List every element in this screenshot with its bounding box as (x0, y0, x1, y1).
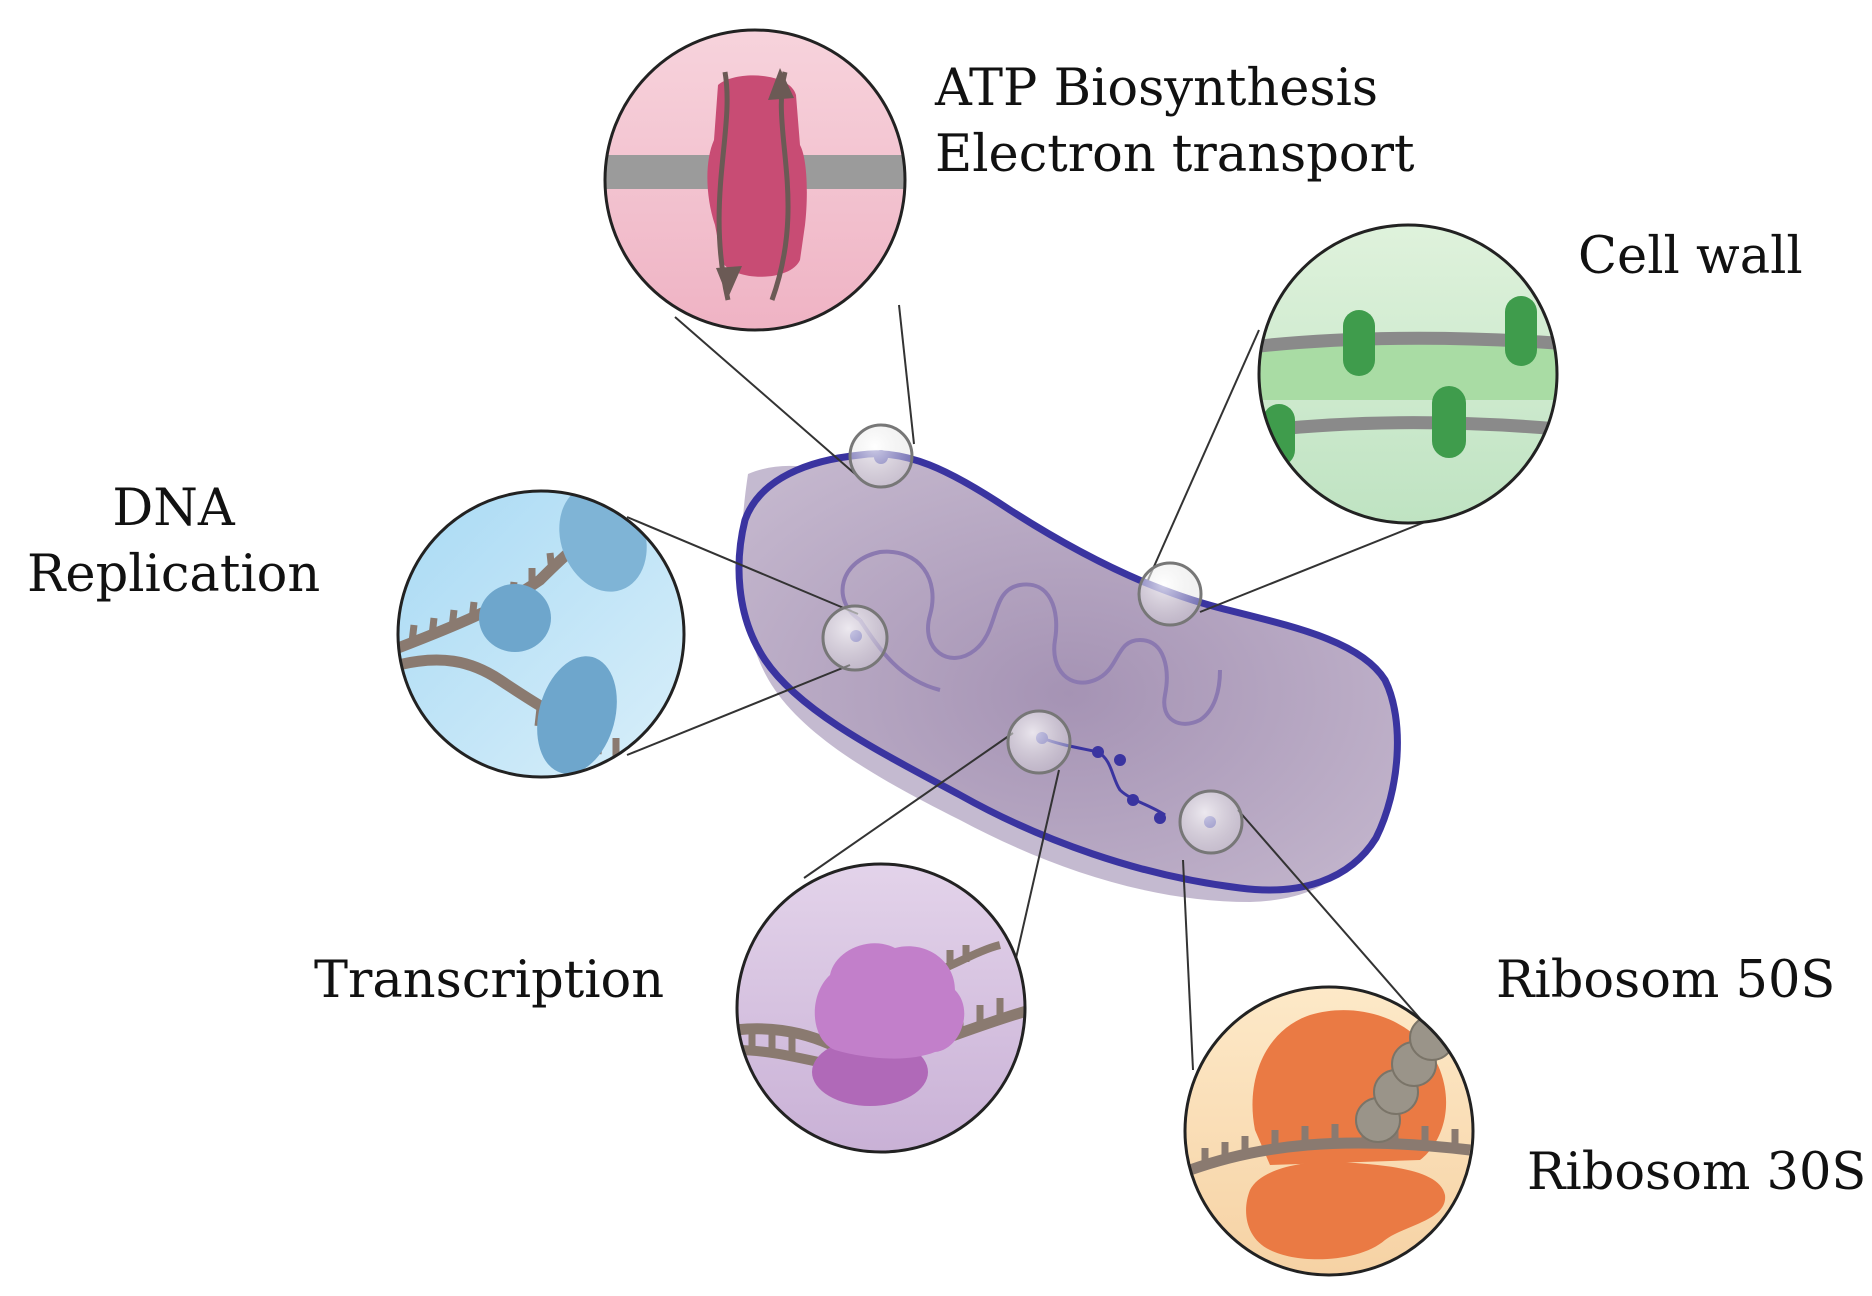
dna-replication-label: DNA Replication (27, 476, 320, 608)
wall-protein (1432, 386, 1466, 458)
atp-label: ATP Biosynthesis Electron transport (935, 56, 1414, 188)
dna-label-line1: DNA (112, 479, 235, 538)
wall-protein (1343, 310, 1375, 376)
primase-protein (479, 584, 551, 652)
lens-ribosome (1178, 789, 1244, 855)
arrow-down-icon (716, 266, 742, 298)
atp-label-line2: Electron transport (935, 125, 1415, 184)
cell-wall-label: Cell wall (1578, 227, 1803, 286)
polymerase-protein (537, 656, 617, 774)
rna-polymerase-protein (814, 943, 965, 1059)
magnifier-lenses (821, 423, 1244, 855)
atp-synthase-inset (603, 28, 907, 332)
transcription-inset (735, 862, 1027, 1154)
ribosome-inset (1183, 985, 1475, 1277)
wall-protein (1263, 404, 1295, 466)
transcription-label: Transcription (314, 951, 665, 1010)
bacterial-cell (735, 450, 1401, 902)
wall-protein (1505, 296, 1537, 366)
cell-body (735, 450, 1401, 894)
ribosome-50s-label: Ribosom 50S (1496, 951, 1836, 1010)
lens-cell-wall (1137, 561, 1203, 627)
lens-transcription (1006, 709, 1072, 775)
ribosome-30s-subunit (1246, 1161, 1446, 1260)
arrow-up-icon (768, 68, 794, 100)
cell-wall-inset (1257, 223, 1559, 525)
ribosome-30s-label: Ribosom 30S (1527, 1143, 1867, 1202)
dna-replication-inset (396, 489, 686, 779)
lens-atp (848, 423, 914, 489)
lens-dna (821, 604, 889, 672)
atp-label-line1: ATP Biosynthesis (935, 59, 1379, 118)
dna-label-line2: Replication (27, 545, 321, 604)
